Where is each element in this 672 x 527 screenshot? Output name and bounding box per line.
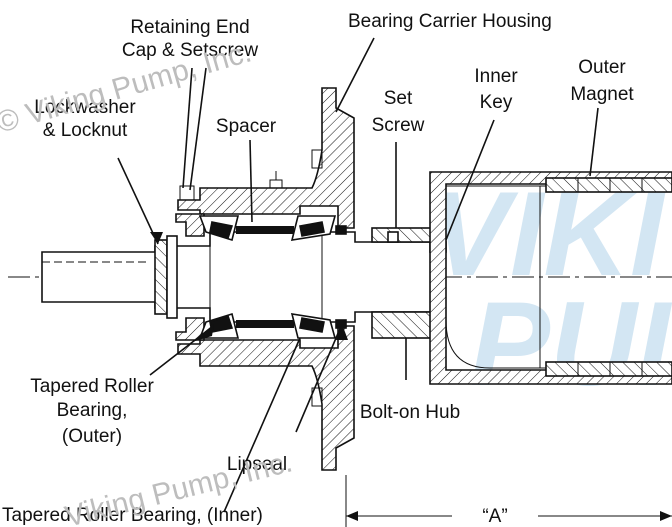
- label-lockwasher-line-1: Lockwasher: [34, 97, 136, 118]
- label-inner-key-line-1: Inner: [474, 66, 518, 87]
- tapered-roller-bearing-inner: [290, 215, 337, 339]
- label-tapered-outer-line-2: Bearing,: [57, 400, 128, 421]
- label-spacer: Spacer: [216, 116, 277, 137]
- label-retaining-end-cap-line-2: Cap & Setscrew: [122, 40, 258, 61]
- dimension-a: “A”: [345, 475, 672, 527]
- label-tapered-outer-line-3: (Outer): [62, 426, 122, 447]
- retaining-end-cap: [175, 213, 205, 341]
- outer-magnet-carrier: [429, 171, 672, 385]
- label-outer-magnet-line-1: Outer: [578, 57, 626, 78]
- pump-shaft: [41, 231, 446, 323]
- label-lipseal: Lipseal: [227, 454, 287, 475]
- brand-watermark-line-2: PUI: [470, 277, 672, 411]
- label-inner-key-line-2: Key: [480, 92, 513, 113]
- bearing-carrier-housing: [177, 87, 355, 471]
- label-set-screw-line-2: Screw: [372, 115, 425, 136]
- tapered-roller-bearing-outer: [198, 215, 240, 339]
- label-tapered-outer-line-1: Tapered Roller: [30, 376, 154, 397]
- label-bearing-carrier-housing: Bearing Carrier Housing: [348, 11, 552, 32]
- label-retaining-end-cap-line-1: Retaining End: [130, 17, 249, 38]
- label-set-screw-line-1: Set: [384, 88, 413, 109]
- label-bolt-on-hub: Bolt-on Hub: [360, 402, 460, 423]
- label-outer-magnet-line-2: Magnet: [570, 84, 634, 105]
- lockwasher-locknut: [154, 235, 178, 319]
- grease-fitting-icons: [179, 171, 283, 201]
- label-tapered-inner: Tapered Roller Bearing, (Inner): [2, 505, 263, 526]
- label-lockwasher-line-2: & Locknut: [43, 120, 128, 141]
- dimension-a-label: “A”: [482, 506, 507, 527]
- spacer: [236, 226, 294, 328]
- leader-lines: [117, 37, 599, 513]
